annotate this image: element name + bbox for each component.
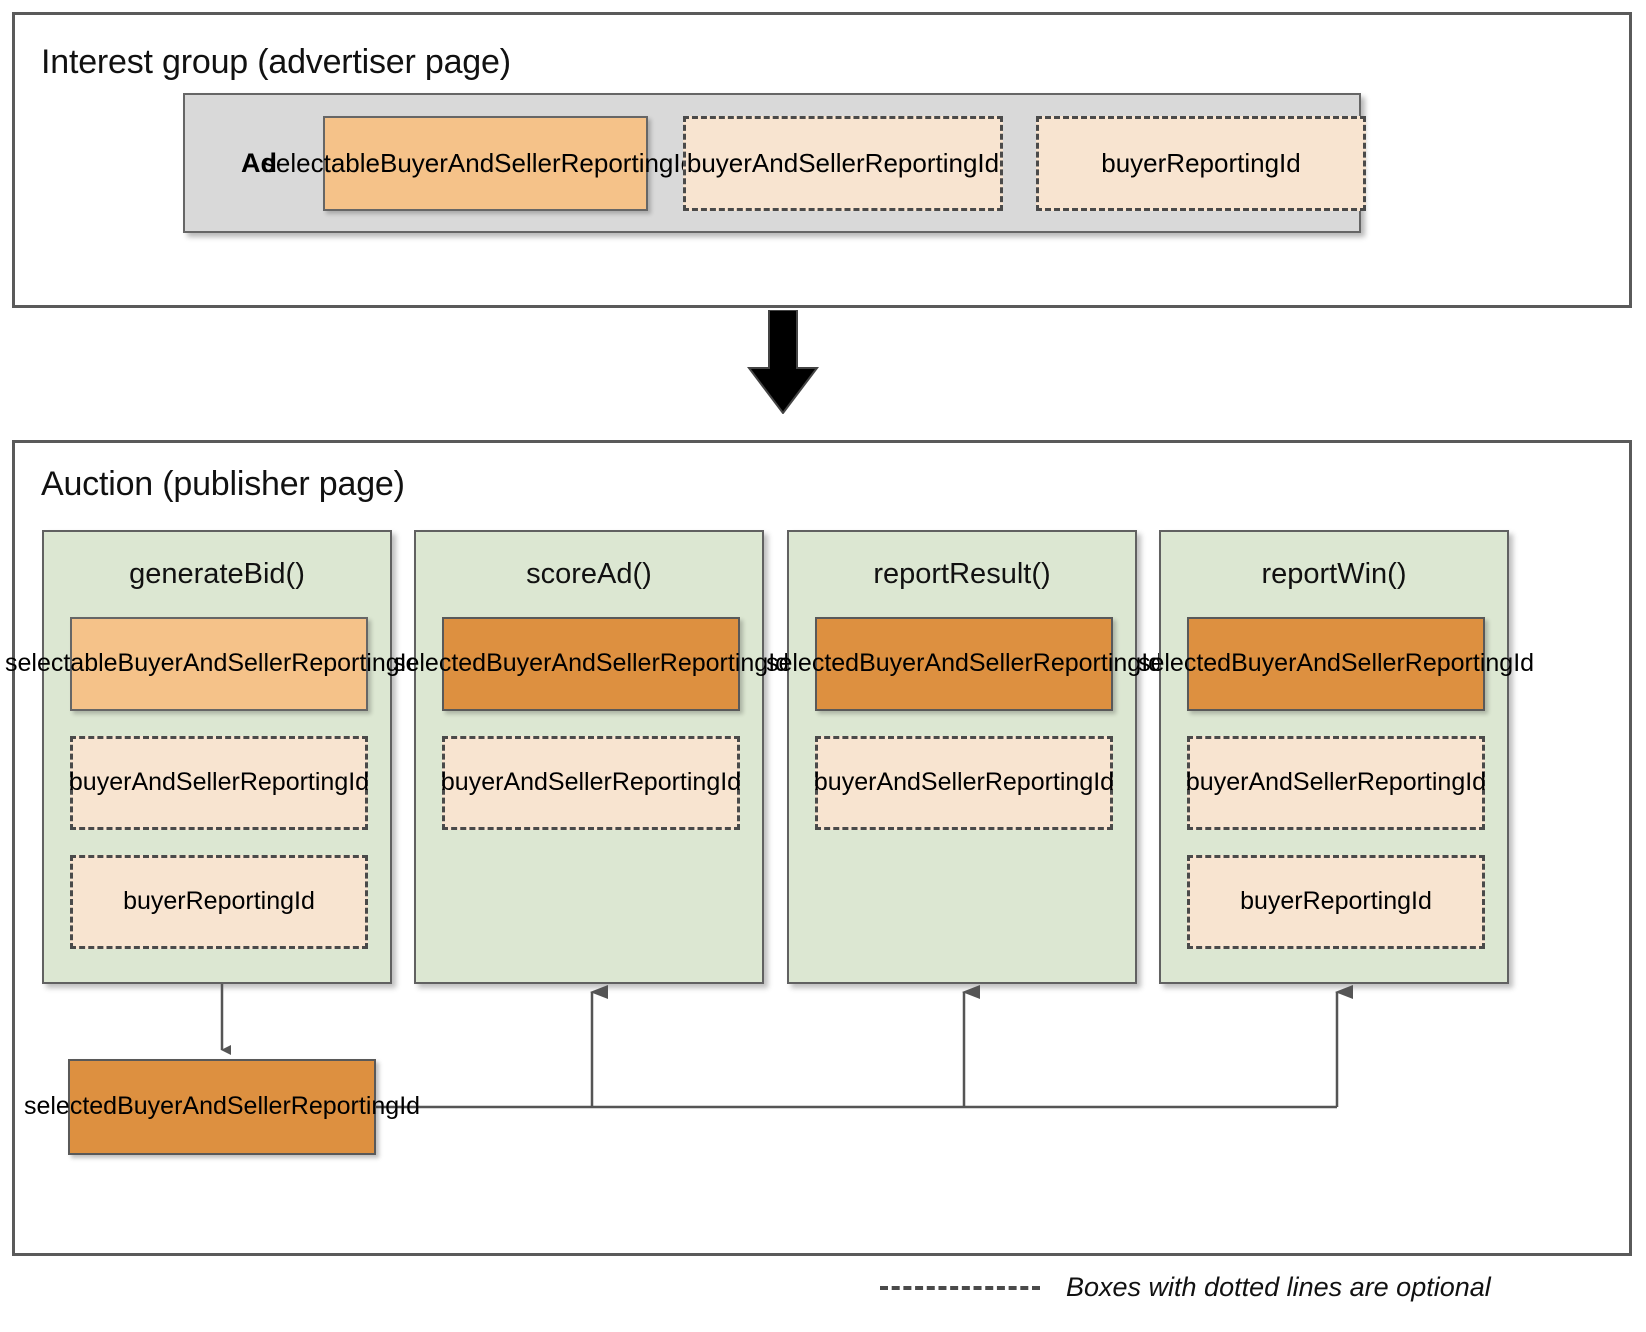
function-panel-scoread: scoreAd() selectedBuyerAndSellerReportin… — [393, 530, 789, 984]
ad-label: Ad — [241, 147, 277, 178]
result-box-selected-buyer-and-seller-reporting-id: selectedBuyerAndSellerReportingId — [24, 1059, 420, 1155]
interest-group-title: Interest group (advertiser page) — [41, 43, 511, 81]
reportwin-chip-buyer-and-seller-reporting-id: buyerAndSellerReportingId — [1186, 736, 1486, 830]
function-title-reportresult: reportResult() — [873, 558, 1051, 590]
function-title-scoread: scoreAd() — [526, 558, 652, 590]
generatebid-chip-selectable-buyer-and-seller-reporting-ids: selectableBuyerAndSellerReportingIds — [5, 617, 433, 711]
ad-chip-buyer-and-seller-reporting-id: buyerAndSellerReportingId — [683, 115, 1003, 211]
ad-container: Ad selectableBuyerAndSellerReportingIds … — [183, 93, 1366, 233]
function-title-reportwin: reportWin() — [1261, 558, 1407, 590]
ad-chip-buyer-reporting-id: buyerReportingId — [1036, 115, 1366, 211]
ad-chip-selectable-buyer-and-seller-reporting-ids: selectableBuyerAndSellerReportingIds — [263, 115, 708, 211]
reportwin-chip-buyer-reporting-id: buyerReportingId — [1187, 855, 1485, 949]
function-panel-reportwin: reportWin() selectedBuyerAndSellerReport… — [1138, 530, 1534, 984]
reportresult-chip-selected-buyer-and-seller-reporting-id: selectedBuyerAndSellerReportingId — [766, 617, 1162, 711]
function-panel-generatebid: generateBid() selectableBuyerAndSellerRe… — [5, 530, 433, 984]
legend-dashed-line-sample — [880, 1285, 1040, 1290]
reportwin-chip-selected-buyer-and-seller-reporting-id: selectedBuyerAndSellerReportingId — [1138, 617, 1534, 711]
function-panel-reportresult: reportResult() selectedBuyerAndSellerRep… — [766, 530, 1162, 984]
legend-label: Boxes with dotted lines are optional — [1066, 1272, 1491, 1302]
function-title-generatebid: generateBid() — [129, 558, 305, 590]
generatebid-chip-buyer-and-seller-reporting-id: buyerAndSellerReportingId — [69, 736, 369, 830]
auction-title: Auction (publisher page) — [41, 465, 405, 503]
scoread-chip-selected-buyer-and-seller-reporting-id: selectedBuyerAndSellerReportingId — [393, 617, 789, 711]
legend: Boxes with dotted lines are optional — [880, 1272, 1491, 1303]
flow-down-arrow-icon — [747, 310, 819, 414]
generatebid-chip-buyer-reporting-id: buyerReportingId — [70, 855, 368, 949]
scoread-chip-buyer-and-seller-reporting-id: buyerAndSellerReportingId — [441, 736, 741, 830]
reportresult-chip-buyer-and-seller-reporting-id: buyerAndSellerReportingId — [814, 736, 1114, 830]
